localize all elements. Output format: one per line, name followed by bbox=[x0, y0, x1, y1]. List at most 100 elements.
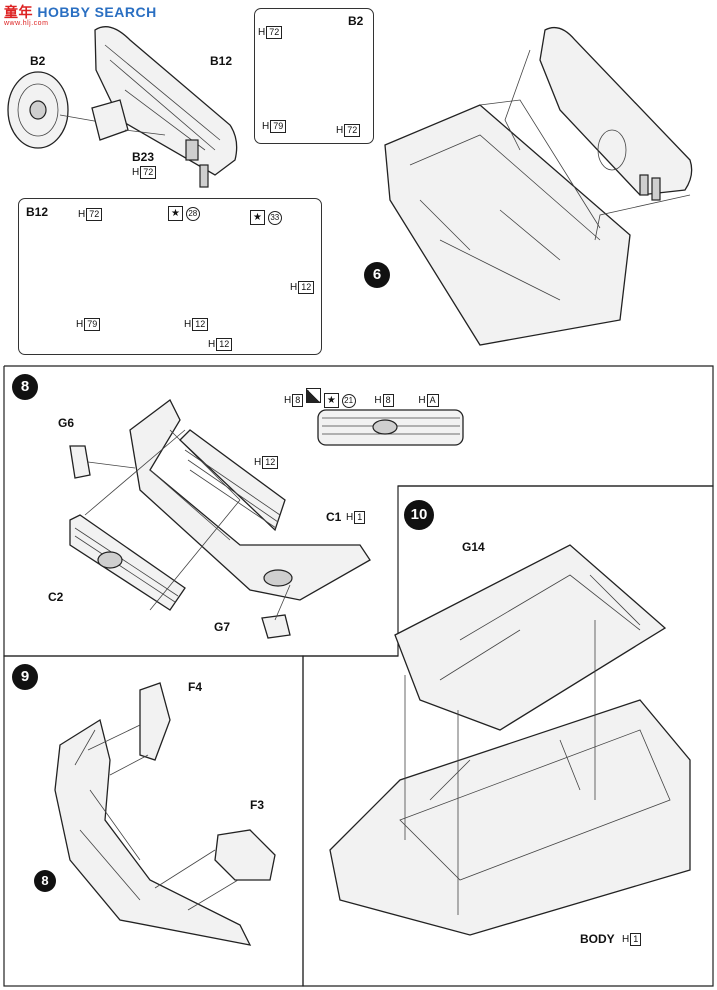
dashboard-b12 bbox=[94, 26, 238, 188]
color-code-prefix: H bbox=[336, 125, 344, 136]
arrow-c2-b bbox=[149, 499, 241, 611]
star-icon: ★ bbox=[323, 393, 339, 408]
light-g6 bbox=[69, 445, 91, 479]
steering-b2 bbox=[7, 71, 101, 149]
watermark-cn: 童年 bbox=[4, 4, 33, 20]
bumper-assembly-9 bbox=[54, 718, 252, 946]
body-shell bbox=[329, 699, 691, 936]
arrow-f4-b bbox=[109, 754, 149, 776]
star-icon: ★ bbox=[250, 210, 265, 225]
reference-step-8: 8 bbox=[34, 870, 56, 892]
arrow-c2-a bbox=[84, 429, 186, 516]
callout-b12-title: B12 bbox=[26, 205, 49, 219]
color-code-number: 8 bbox=[382, 394, 394, 407]
grille-mesh-h12 bbox=[179, 429, 286, 532]
color-code-number: 12 bbox=[298, 281, 315, 294]
watermark-url: www.hlj.com bbox=[4, 20, 49, 27]
color-code-number: 72 bbox=[344, 124, 361, 137]
color-code-prefix: H bbox=[76, 319, 84, 330]
arrow-g6 bbox=[87, 461, 136, 469]
color-code-prefix: H bbox=[208, 339, 216, 350]
color-circle-33: 33 bbox=[267, 211, 282, 225]
label-b2: B2 bbox=[30, 54, 46, 68]
arrow-f4-a bbox=[87, 724, 141, 751]
dashboard-assembled bbox=[539, 26, 693, 201]
color-code-number: 72 bbox=[266, 26, 283, 39]
arrow-f3-a bbox=[154, 849, 216, 889]
color-circle-28: 28 bbox=[185, 207, 200, 221]
part-f4 bbox=[139, 682, 171, 761]
checker-icon bbox=[306, 388, 322, 403]
label-f4: F4 bbox=[188, 680, 203, 694]
color-code-number: 12 bbox=[192, 318, 209, 331]
arrow-g7 bbox=[274, 584, 291, 621]
color-code-prefix: H bbox=[184, 319, 192, 330]
color-code-prefix: H bbox=[374, 395, 382, 406]
color-code-number: 72 bbox=[86, 208, 103, 221]
label-b23: B23 bbox=[132, 150, 155, 164]
column-b23 bbox=[91, 99, 166, 141]
arrow-f3-b bbox=[187, 879, 239, 911]
color-code-prefix: H bbox=[132, 167, 140, 178]
color-code-prefix: H bbox=[284, 395, 292, 406]
step-number-10: 10 bbox=[404, 500, 434, 530]
grille-c2 bbox=[69, 514, 186, 611]
label-f3: F3 bbox=[250, 798, 265, 812]
callout-b2-wheel bbox=[254, 8, 374, 144]
color-circle-21: 21 bbox=[341, 394, 356, 408]
callout-b2-title: B2 bbox=[348, 14, 364, 28]
label-b12: B12 bbox=[210, 54, 233, 68]
color-code-number: 79 bbox=[84, 318, 101, 331]
watermark-logo: 童年 HOBBY SEARCH www.hlj.com bbox=[4, 2, 157, 27]
label-g7: G7 bbox=[214, 620, 231, 634]
part-f3 bbox=[214, 829, 276, 881]
grille-detail bbox=[317, 409, 464, 446]
step9-frame bbox=[3, 655, 304, 987]
step-number-8: 8 bbox=[12, 374, 38, 400]
color-code-number: 1 bbox=[630, 933, 642, 946]
color-code-number: 1 bbox=[354, 511, 366, 524]
color-code-number: 12 bbox=[216, 338, 233, 351]
guide-line-6b bbox=[594, 194, 691, 241]
color-code-prefix: H bbox=[262, 121, 270, 132]
watermark-en: HOBBY SEARCH bbox=[37, 4, 157, 20]
roof-g14 bbox=[394, 544, 667, 731]
guide-line-6a bbox=[504, 49, 531, 151]
color-code-prefix: H bbox=[254, 457, 262, 468]
color-code-prefix: H bbox=[622, 934, 630, 945]
label-c2: C2 bbox=[48, 590, 64, 604]
color-code-number: 72 bbox=[140, 166, 157, 179]
color-code-number: 8 bbox=[292, 394, 304, 407]
color-code-prefix: H bbox=[290, 282, 298, 293]
star-icon: ★ bbox=[168, 206, 183, 221]
label-body: BODY bbox=[580, 932, 615, 946]
step-number-9: 9 bbox=[12, 664, 38, 690]
color-code-number: 12 bbox=[262, 456, 279, 469]
interior-tub bbox=[384, 99, 631, 346]
step-number-6: 6 bbox=[364, 262, 390, 288]
color-code-number: 79 bbox=[270, 120, 287, 133]
label-c1: C1 bbox=[326, 510, 342, 524]
light-g7 bbox=[261, 614, 291, 639]
label-g6: G6 bbox=[58, 416, 75, 430]
label-g14: G14 bbox=[462, 540, 485, 554]
color-code-prefix: H bbox=[418, 395, 426, 406]
color-code-number: A bbox=[426, 394, 439, 407]
color-code-prefix: H bbox=[346, 512, 354, 523]
step10-frame bbox=[302, 485, 714, 987]
callout-b12-code-28: ★ 28 bbox=[168, 206, 200, 221]
